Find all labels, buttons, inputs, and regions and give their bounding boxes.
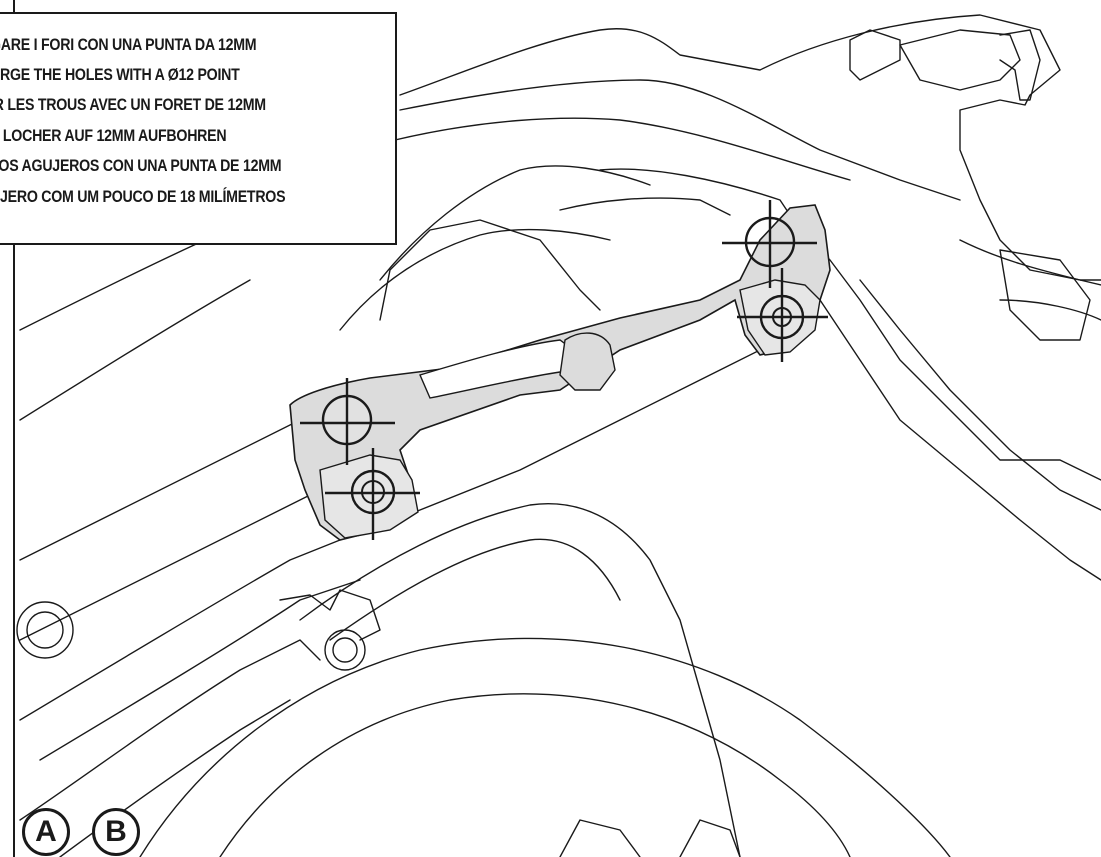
side-panel-inner	[559, 197, 731, 216]
subframe-rail-lower	[39, 579, 361, 761]
tail-fairing-lower	[599, 168, 1101, 481]
side-panel-line-3	[379, 219, 601, 321]
instruction-line-spanish: LOS AGUJEROS CON UNA PUNTA DE 12MM	[0, 157, 282, 175]
tail-light-lens	[899, 29, 1021, 91]
instruction-line-portuguese: UJERO COM UM POUCO DE 18 MILÍMETROS	[0, 188, 286, 206]
drill-hole-front-lower	[325, 448, 420, 540]
bracket-front-tab	[319, 454, 419, 539]
tail-light-housing	[849, 29, 901, 81]
rear-side-panel-right-2	[999, 299, 1101, 321]
turn-signal-right	[999, 249, 1091, 341]
side-panel-line-2	[339, 228, 611, 331]
instruction-line-german: E LOCHER AUF 12MM AUFBOHREN	[0, 127, 227, 145]
frame-bolt-center-inner	[332, 637, 358, 663]
side-panel-line-1	[379, 165, 651, 281]
drill-hole-rear-lower	[737, 268, 828, 362]
frame-bolt-left-inner	[26, 611, 64, 649]
swingarm-lower	[59, 699, 291, 857]
frame-bolt-center-outer	[324, 629, 366, 671]
seat-top-line	[399, 79, 961, 201]
instruction-line-italian: GARE I FORI CON UNA PUNTA DA 12MM	[0, 36, 257, 54]
marker-b: B	[92, 808, 140, 856]
instruction-callout: GARE I FORI CON UNA PUNTA DA 12MM ARGE T…	[0, 12, 397, 245]
rear-fender-inner	[329, 538, 621, 641]
bracket-notch	[559, 332, 616, 391]
side-case-bracket	[289, 204, 831, 541]
seat-edge-line	[394, 117, 851, 181]
instruction-line-french: IR LES TROUS AVEC UN FORET DE 12MM	[0, 96, 266, 114]
drill-hole-rear-upper	[722, 200, 817, 288]
rear-frame-right-2	[859, 279, 1101, 511]
wheel-spoke-2	[679, 819, 741, 857]
frame-diagonal-3	[19, 419, 301, 561]
bracket-mount-detail	[279, 589, 381, 641]
grab-handle	[999, 29, 1041, 101]
rear-fender	[299, 503, 741, 857]
rear-side-panel-right	[959, 239, 1101, 281]
frame-diagonal-2	[19, 279, 251, 421]
marker-a: A	[22, 808, 70, 856]
rear-tyre-inner	[219, 693, 851, 857]
frame-bolt-left-outer	[16, 601, 74, 659]
tail-cowl-outline	[399, 14, 1101, 286]
drill-hole-front-upper	[300, 378, 395, 465]
rear-tyre-outer	[139, 637, 951, 857]
rear-frame-right	[819, 299, 1101, 581]
instruction-line-english: ARGE THE HOLES WITH A Ø12 POINT	[0, 66, 240, 84]
frame-diagonal-4	[19, 479, 341, 641]
swingarm-upper	[19, 639, 321, 821]
wheel-spoke-1	[559, 819, 641, 857]
